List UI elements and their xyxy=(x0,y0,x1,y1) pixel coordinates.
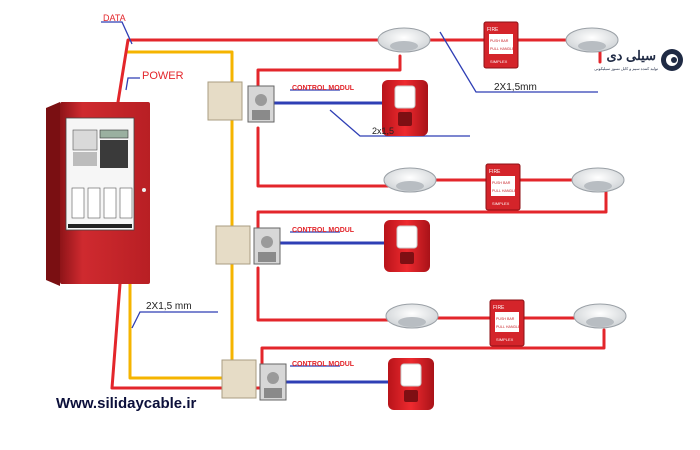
module2-return xyxy=(256,266,397,322)
sounder-strobe-3 xyxy=(388,358,434,410)
control-module-1-label: CONTROL MODUL xyxy=(292,85,355,92)
smoke-detector-r2-right xyxy=(571,167,625,193)
manual-call-point-1: FIRE PUSH BAR PULL HANDLE SIMPLEX xyxy=(483,21,519,69)
call-point-3-pull: PULL HANDLE xyxy=(496,325,521,329)
call-point-1-pull: PULL HANDLE xyxy=(490,47,515,51)
fire-alarm-control-panel xyxy=(46,102,150,286)
smoke-detector-r1-right xyxy=(565,27,619,53)
call-point-3-brand: SIMPLEX xyxy=(496,337,514,342)
call-point-2-push: PUSH BAR xyxy=(492,181,511,185)
sounder-strobe-2 xyxy=(384,220,430,272)
smoke-detector-r3-right xyxy=(573,303,627,329)
company-logo: سیلی دی تولید کننده سیم و کابل نسوز سیلی… xyxy=(594,48,683,71)
cable-label-mid: 2x1,5 xyxy=(372,126,394,136)
module1-loop xyxy=(256,54,402,94)
row3-end xyxy=(260,328,606,370)
control-module-1 xyxy=(207,81,275,123)
call-point-1-push: PUSH BAR xyxy=(490,39,509,43)
label-leaders xyxy=(101,21,598,367)
data-label: DATA xyxy=(103,13,126,23)
website-url: Www.silidaycable.ir xyxy=(56,395,196,412)
data-wire-bottom xyxy=(110,282,264,390)
call-point-2-fire: FIRE xyxy=(489,169,501,175)
row2-end xyxy=(256,190,608,234)
cable-label-top: 2X1,5mm xyxy=(494,82,537,93)
logo-name: سیلی دی xyxy=(606,48,656,63)
manual-call-point-2: FIRE PUSH BAR PULL HANDLE SIMPLEX xyxy=(485,163,521,211)
module1-return xyxy=(256,126,397,188)
control-module-3 xyxy=(221,359,287,401)
control-module-2 xyxy=(215,225,281,265)
manual-call-point-3: FIRE PUSH BAR PULL HANDLE SIMPLEX xyxy=(489,299,525,347)
smoke-detector-r1-left xyxy=(377,27,431,53)
call-point-2-brand: SIMPLEX xyxy=(492,201,510,206)
control-module-3-label: CONTROL MODUL xyxy=(292,361,355,368)
power-label: POWER xyxy=(142,70,184,82)
call-point-1-brand: SIMPLEX xyxy=(490,59,508,64)
call-point-3-fire: FIRE xyxy=(493,305,505,311)
smoke-detector-r2-left xyxy=(383,167,437,193)
control-module-2-label: CONTROL MODUL xyxy=(292,227,355,234)
call-point-3-push: PUSH BAR xyxy=(496,317,515,321)
call-point-1-fire: FIRE xyxy=(487,27,499,33)
cable-label-left: 2X1,5 mm xyxy=(146,301,192,312)
smoke-detector-r3-left xyxy=(385,303,439,329)
sounder-strobe-1 xyxy=(382,80,428,136)
logo-tagline: تولید کننده سیم و کابل نسوز سیلیکونی xyxy=(594,66,658,71)
call-point-2-pull: PULL HANDLE xyxy=(492,189,517,193)
